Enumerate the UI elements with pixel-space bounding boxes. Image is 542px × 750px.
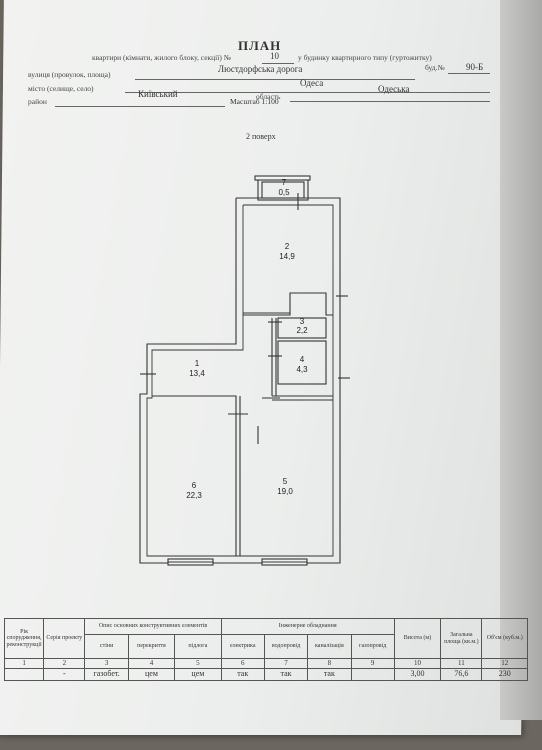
header-elements: Опис основних конструктивних елементів bbox=[84, 618, 222, 635]
room-5-area: 19,0 bbox=[277, 487, 293, 496]
header-electric: електрика bbox=[220, 634, 265, 659]
room-4-number: 4 bbox=[300, 355, 305, 364]
street-line bbox=[135, 79, 415, 80]
city-line bbox=[125, 92, 490, 93]
apartment-number: 10 bbox=[270, 51, 279, 61]
document-edge bbox=[500, 0, 542, 720]
col-number: 6 bbox=[220, 658, 265, 669]
header-water: водопровід bbox=[263, 634, 309, 659]
floor-label: 2 поверх bbox=[246, 132, 276, 141]
building-line bbox=[448, 73, 490, 74]
col-number: 8 bbox=[307, 658, 352, 669]
street-value: Люстдорфська дорога bbox=[218, 64, 303, 74]
value-walls: газобет. bbox=[84, 668, 129, 681]
street-label: вулиця (провулок, площа) bbox=[28, 70, 111, 79]
value-area: 76,6 bbox=[440, 668, 483, 681]
room-4-outline bbox=[277, 340, 327, 385]
value-water: так bbox=[263, 668, 309, 681]
value-height: 3,00 bbox=[393, 668, 442, 681]
room-2-area: 14,9 bbox=[279, 252, 295, 261]
value-gas bbox=[350, 668, 395, 681]
value-electric: так bbox=[220, 668, 265, 681]
room-1-area: 13,4 bbox=[189, 369, 205, 378]
col-number: 1 bbox=[3, 658, 45, 669]
value-project: - bbox=[43, 668, 86, 681]
room-7-area: 0,5 bbox=[278, 188, 290, 197]
value-sewer: так bbox=[307, 668, 352, 681]
col-number: 5 bbox=[174, 658, 222, 669]
region-value: Одеська bbox=[378, 84, 410, 94]
room-4-area: 4,3 bbox=[296, 365, 308, 374]
value-volume: 230 bbox=[481, 668, 528, 681]
header-volume: Об'єм (куб.м.) bbox=[481, 618, 528, 659]
value-floor-cover: цем bbox=[174, 668, 222, 681]
room-3-number: 3 bbox=[300, 317, 305, 326]
building-label: буд.№ bbox=[425, 63, 445, 72]
district-line bbox=[55, 106, 225, 107]
col-number: 4 bbox=[127, 658, 176, 669]
room-7-number: 7 bbox=[282, 178, 287, 187]
col-number: 3 bbox=[84, 658, 129, 669]
value-year bbox=[3, 668, 45, 681]
district-label: район bbox=[28, 97, 47, 106]
room-6-number: 6 bbox=[192, 481, 197, 490]
apartment-label: квартири (кімнати, жилого блоку, секції)… bbox=[92, 53, 231, 62]
header-year: Рік спорудження, реконструкції bbox=[3, 618, 45, 659]
header-floor-cover: підлога bbox=[174, 634, 222, 659]
inner-wall bbox=[146, 204, 334, 557]
building-type-label: у будинку квартирного типу (гуртожитку) bbox=[298, 53, 432, 62]
room-6-area: 22,3 bbox=[186, 491, 202, 500]
room-2-number: 2 bbox=[285, 242, 290, 251]
header-engineering: Інженерне обладнання bbox=[220, 618, 395, 635]
header-gas: газопровід bbox=[350, 634, 395, 659]
building-info-table: Рік спорудження, реконструкції Серія про… bbox=[3, 618, 528, 681]
header-ceilings: перекриття bbox=[127, 634, 176, 659]
col-number: 2 bbox=[43, 658, 86, 669]
wall-room6 bbox=[152, 395, 237, 556]
region-label: область bbox=[256, 92, 281, 101]
city-label: місто (селище, село) bbox=[28, 84, 94, 93]
header-sewer: каналізація bbox=[307, 634, 352, 659]
region-line bbox=[290, 101, 490, 102]
room-3-area: 2,2 bbox=[296, 326, 308, 335]
building-value: 90-Б bbox=[466, 62, 484, 72]
wall-room2 bbox=[243, 292, 333, 316]
room-1-number: 1 bbox=[195, 359, 200, 368]
col-number: 11 bbox=[440, 658, 483, 669]
header-area: Загальна площа (кв.м.) bbox=[440, 618, 483, 659]
col-number: 7 bbox=[263, 658, 309, 669]
room-5-number: 5 bbox=[283, 477, 288, 486]
header-project: Серія проекту bbox=[43, 618, 86, 659]
col-number: 12 bbox=[481, 658, 528, 669]
header-walls: стіни bbox=[84, 634, 129, 659]
col-number: 9 bbox=[350, 658, 395, 669]
city-value: Одеса bbox=[300, 78, 324, 88]
district-value: Київський bbox=[138, 89, 178, 99]
col-number: 10 bbox=[393, 658, 442, 669]
outer-wall bbox=[139, 197, 341, 564]
header-height: Висота (м) bbox=[393, 618, 442, 659]
room-3-outline bbox=[277, 317, 327, 339]
value-ceilings: цем bbox=[127, 668, 176, 681]
apartment-line bbox=[262, 63, 294, 64]
document-title: ПЛАН bbox=[238, 38, 282, 53]
scale-label: Масштаб 1:100 bbox=[230, 97, 279, 106]
